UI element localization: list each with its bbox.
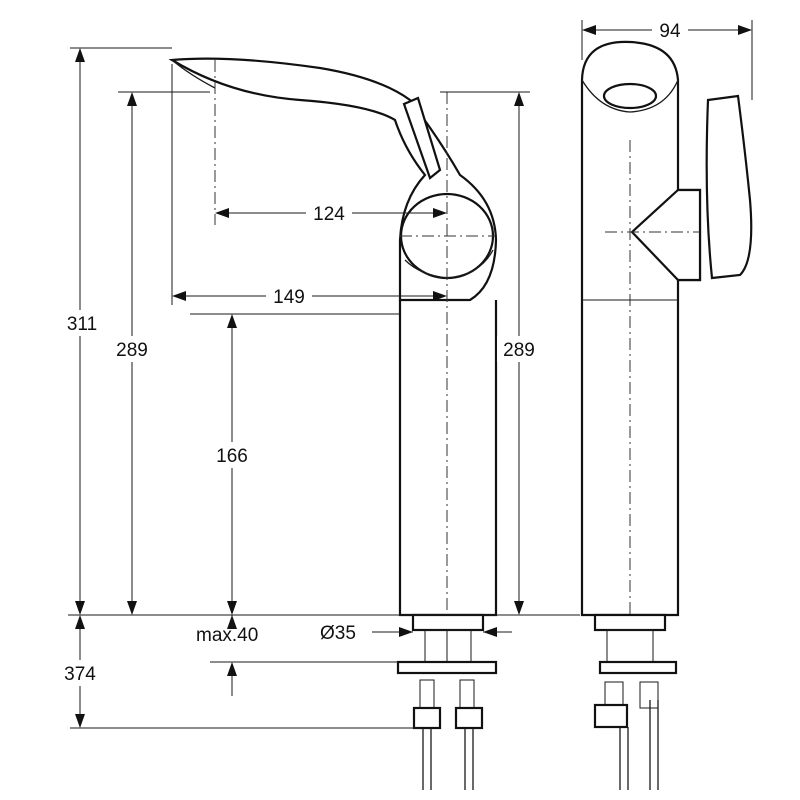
bg-94 [652, 17, 688, 43]
dim-94: 94 [659, 21, 681, 42]
dim-35: Ø35 [320, 623, 356, 644]
arrows-374 [75, 615, 85, 728]
nut-left [419, 679, 435, 711]
dim-max40: max.40 [196, 625, 258, 646]
front-spout-head [581, 79, 679, 113]
dim-149: 149 [273, 287, 305, 308]
bg-374 [58, 660, 104, 686]
dim-289-left: 289 [116, 340, 148, 361]
dim-166: 166 [216, 446, 248, 467]
bg-289-right [497, 336, 541, 362]
side-view [168, 57, 498, 790]
front-nut-b [639, 681, 659, 709]
bg-289-left [110, 336, 154, 362]
dim-289-right: 289 [503, 340, 535, 361]
bg-149 [266, 283, 312, 309]
front-cone [630, 188, 702, 282]
body-column [398, 300, 498, 617]
fitting-right [454, 706, 484, 730]
bg-166 [210, 442, 254, 468]
lever [402, 96, 442, 180]
dim-311: 311 [67, 314, 97, 335]
fitting-left [412, 706, 442, 730]
dim-124: 124 [313, 204, 345, 225]
dim-374: 374 [64, 664, 96, 685]
deck-ring [411, 613, 485, 632]
arrow-35-left [399, 627, 413, 637]
dimensions: 311 289 289 166 124 149 94 [58, 17, 753, 729]
front-fitting [593, 703, 629, 729]
front-shank [606, 629, 654, 663]
bg-311 [62, 310, 102, 336]
shank [424, 629, 472, 663]
front-aerator [602, 82, 658, 110]
bg-124 [306, 200, 352, 226]
front-deck-ring [593, 613, 667, 632]
arrow-max40 [227, 662, 237, 676]
arrow-35-right [483, 627, 497, 637]
washer-plate [396, 660, 498, 675]
nut-right [459, 679, 475, 711]
front-washer [598, 660, 678, 675]
front-view [580, 40, 753, 790]
spout-tip [171, 59, 216, 89]
front-lever [705, 94, 753, 280]
front-body [580, 40, 702, 617]
